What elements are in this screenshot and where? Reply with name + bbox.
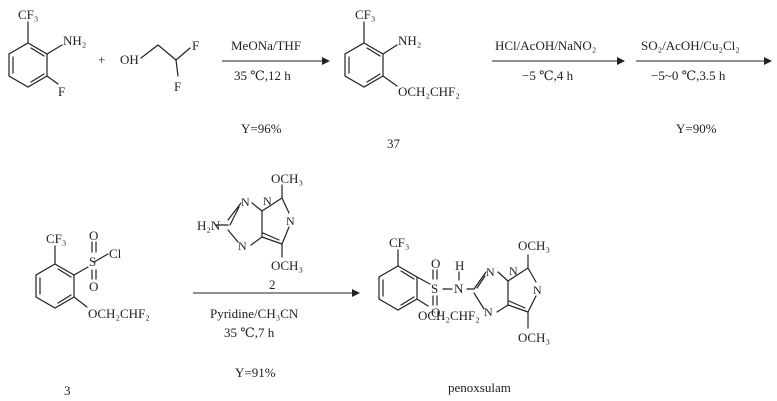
- step1-conditions: 35 ℃,12 h: [234, 68, 291, 83]
- step2-arrow: HCl/AcOH/NaNO₂ −5 ℃,4 h: [492, 38, 625, 83]
- benzene-ring: [35, 263, 75, 309]
- nitrogen-3-label: N: [238, 239, 247, 253]
- step3-yield: Y=90%: [676, 121, 717, 136]
- step4-conditions: 35 ℃,7 h: [224, 325, 275, 340]
- nitrogen-4-label: N: [286, 214, 295, 228]
- oxygen-top-label: O: [89, 228, 98, 243]
- step3-reagents: SO₂/AcOH/Cu₂Cl₂: [641, 38, 740, 53]
- methoxy-top-label: OCH₃: [271, 171, 303, 186]
- oxygen-bottom-label: O: [89, 279, 98, 294]
- methoxy-bottom-label: OCH₃: [271, 258, 303, 273]
- benzene-ring: [378, 265, 418, 311]
- step2-reagents: HCl/AcOH/NaNO₂: [495, 38, 596, 53]
- plus-sign: +: [98, 52, 105, 67]
- cf3-label: CF₃: [18, 7, 38, 22]
- step4-arrow: Pyridine/CH₃CN 35 ℃,7 h: [193, 289, 360, 340]
- hydroxyl-label: OH: [120, 52, 139, 67]
- cf3-label: CF₃: [355, 7, 375, 22]
- chloro-label: Cl: [109, 246, 122, 261]
- sulfur-label: S: [89, 254, 96, 269]
- step4-reagents: Pyridine/CH₃CN: [210, 306, 299, 321]
- intermediate-3: CF₃ S O O Cl OCH₂CHF₂ 3: [35, 228, 150, 398]
- product-penoxsulam: CF₃ S O O H N N N N N OCH₃ OCH₃ OCH₂CHF₂…: [378, 235, 550, 395]
- reactant-aniline: CF₃ NH₂ F: [8, 7, 86, 99]
- compound-number: 3: [64, 383, 71, 398]
- fluoro-top-label: F: [192, 38, 199, 53]
- reagent-2: H₂N N N N N OCH₃ OCH₃ 2: [197, 171, 303, 292]
- sulfonamide-nitrogen-label: N: [454, 281, 464, 296]
- step3-conditions: −5~0 ℃,3.5 h: [651, 68, 726, 83]
- step1-yield: Y=96%: [241, 121, 282, 136]
- nitrogen-1-label: N: [486, 265, 495, 279]
- ether-label: OCH₂CHF₂: [418, 308, 480, 323]
- nitrogen-1-label: N: [241, 195, 250, 209]
- step1-reagents: MeONa/THF: [231, 38, 301, 53]
- compound-number: 2: [269, 277, 276, 292]
- oxygen-top-label: O: [431, 256, 440, 271]
- cf3-label: CF₃: [46, 231, 66, 246]
- compound-name: penoxsulam: [448, 380, 511, 395]
- nitrogen-3-label: N: [484, 305, 493, 319]
- nitrogen-2-label: N: [509, 264, 518, 278]
- nitrogen-4-label: N: [533, 283, 542, 297]
- step2-conditions: −5 ℃,4 h: [522, 68, 574, 83]
- reactant-difluoroethanol: OH F F: [120, 38, 199, 94]
- step4-yield: Y=91%: [235, 365, 276, 380]
- nh2-label: NH₂: [63, 33, 86, 48]
- nh2-label: NH₂: [398, 33, 421, 48]
- compound-number: 37: [387, 136, 401, 151]
- ether-label: OCH₂CHF₂: [398, 84, 460, 99]
- fluoro-label: F: [58, 84, 65, 99]
- cf3-label: CF₃: [389, 235, 409, 250]
- oxygen-bottom-label: O: [431, 305, 440, 320]
- ether-label: OCH₂CHF₂: [88, 306, 150, 321]
- amine-label: H₂N: [197, 218, 221, 233]
- methoxy-top-label: OCH₃: [518, 238, 550, 253]
- methoxy-bottom-label: OCH₃: [518, 330, 550, 345]
- step3-arrow: SO₂/AcOH/Cu₂Cl₂ −5~0 ℃,3.5 h: [636, 38, 772, 83]
- benzene-ring: [8, 42, 48, 88]
- fluoro-bottom-label: F: [174, 79, 181, 94]
- nitrogen-2-label: N: [263, 194, 272, 208]
- hydrogen-label: H: [455, 258, 464, 273]
- benzene-ring: [344, 42, 384, 88]
- sulfur-label: S: [431, 281, 438, 296]
- intermediate-37: CF₃ NH₂ OCH₂CHF₂ 37: [344, 7, 460, 151]
- step1-arrow: MeONa/THF 35 ℃,12 h: [222, 38, 330, 83]
